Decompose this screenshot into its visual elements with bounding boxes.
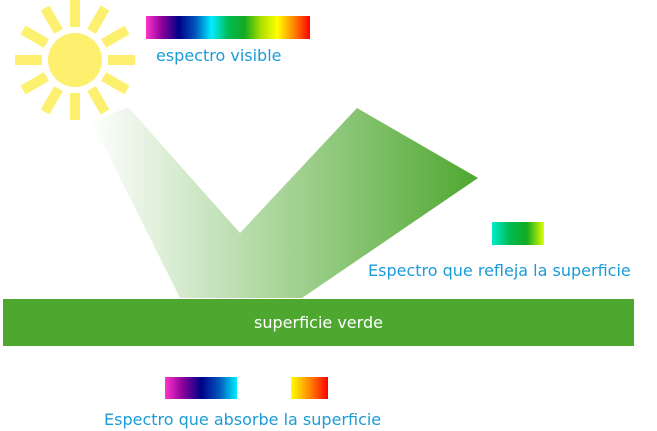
reflected-spectrum-bar — [492, 222, 544, 245]
sun-ray — [40, 86, 63, 115]
surface-label: superficie verde — [254, 313, 383, 332]
reflected-spectrum-label: Espectro que refleja la superficie — [368, 261, 631, 280]
sun-ray — [87, 5, 110, 34]
absorbed-spectrum-label: Espectro que absorbe la superficie — [104, 410, 382, 429]
green-surface: superficie verde — [3, 299, 634, 346]
sun-ray — [101, 72, 130, 95]
sun-ray — [40, 5, 63, 34]
visible-spectrum-bar — [146, 16, 310, 39]
sun-disc — [48, 33, 102, 87]
absorbed-spectrum-bar-yellow-red — [291, 377, 328, 399]
light-beam — [92, 107, 478, 298]
sun-ray — [20, 25, 49, 48]
sun-ray — [101, 25, 130, 48]
sun-ray — [87, 86, 110, 115]
sun-icon — [15, 0, 135, 120]
absorbed-spectrum-bar-violet-blue — [165, 377, 237, 399]
visible-spectrum-label: espectro visible — [156, 46, 282, 65]
sun-ray — [20, 72, 49, 95]
